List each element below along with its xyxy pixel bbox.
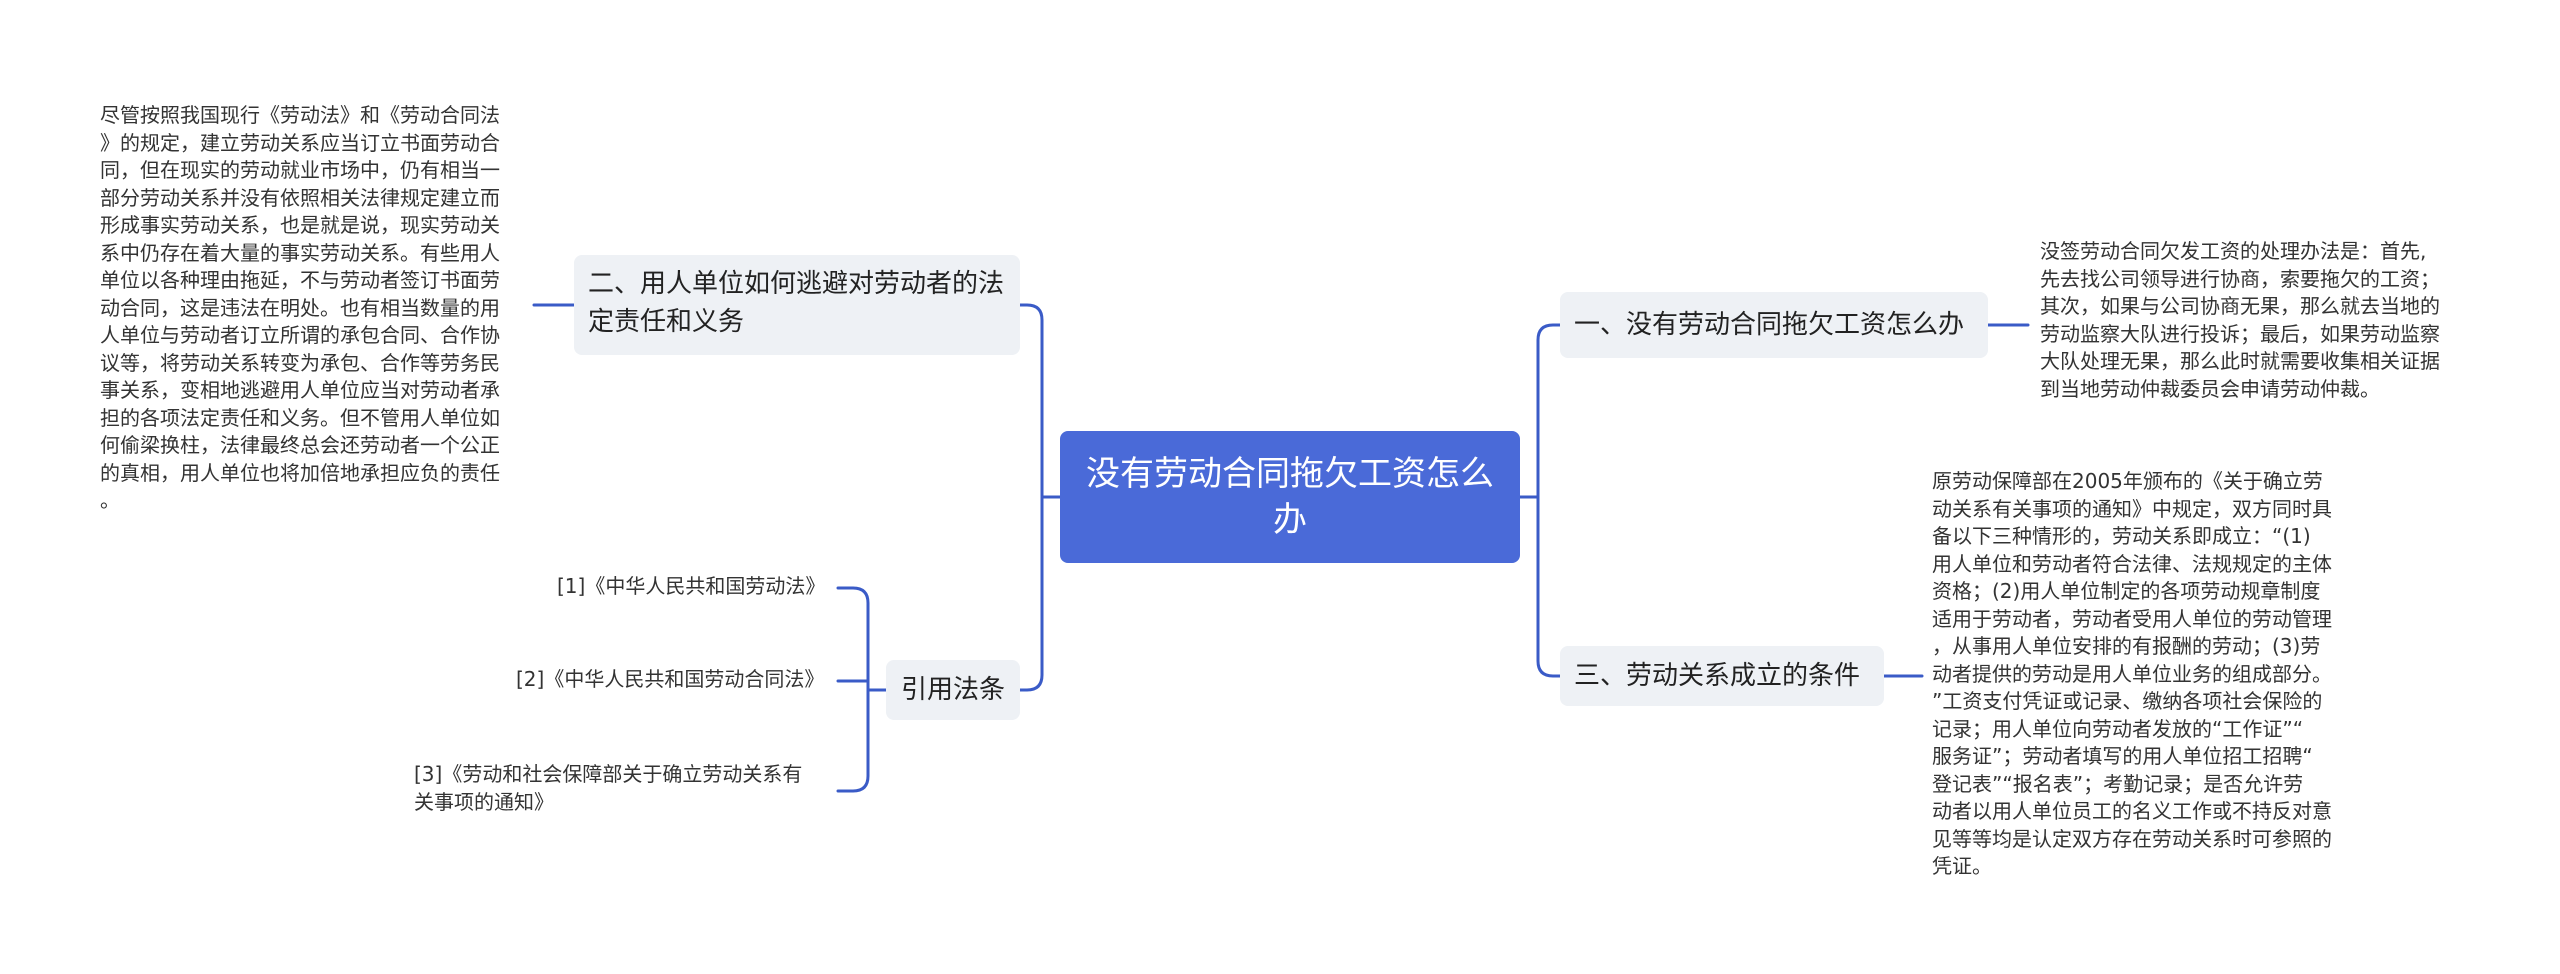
leaf-labor-relation-conditions-detail: 原劳动保障部在2005年颁布的《关于确立劳 动关系有关事项的通知》中规定，双方同… <box>1932 469 2332 878</box>
leaf-no-contract-remedy: 没签劳动合同欠发工资的处理办法是：首先, 先去找公司领导进行协商，索要拖欠的工资… <box>2040 239 2440 401</box>
branch-no-contract-unpaid-wages[interactable]: 一、没有劳动合同拖欠工资怎么办 <box>1560 292 1988 358</box>
link-left-branch2 <box>1018 303 1044 499</box>
branch-label: 引用法条 <box>900 675 1005 705</box>
branch-label: 三、劳动关系成立的条件 <box>1574 661 1861 691</box>
link-left-branch4 <box>1018 495 1044 692</box>
ref-labor-law[interactable]: [1]《中华人民共和国劳动法》 <box>557 574 826 598</box>
link-ref2 <box>836 679 870 692</box>
link-right-branch1 <box>1536 323 1562 499</box>
link-ref1 <box>836 586 870 692</box>
ref-labor-contract-law[interactable]: [2]《中华人民共和国劳动合同法》 <box>516 667 825 691</box>
branch-label: 一、没有劳动合同拖欠工资怎么办 <box>1574 310 1965 340</box>
ref-labor-relation-notice[interactable]: [3]《劳动和社会保障部关于确立劳动关系有 关事项的通知》 <box>414 762 803 814</box>
link-right-branch3 <box>1536 495 1562 678</box>
branch-employer-evasion[interactable]: 二、用人单位如何逃避对劳动者的法定责任和义务 <box>574 255 1020 355</box>
branch-labor-relation-conditions[interactable]: 三、劳动关系成立的条件 <box>1560 646 1884 706</box>
link-ref3 <box>836 688 870 793</box>
central-topic[interactable]: 没有劳动合同拖欠工资怎么办 <box>1060 431 1520 563</box>
branch-label: 二、用人单位如何逃避对劳动者的法定责任和义务 <box>588 269 1005 337</box>
leaf-employer-evasion-detail: 尽管按照我国现行《劳动法》和《劳动合同法 》的规定，建立劳动关系应当订立书面劳动… <box>100 103 500 512</box>
central-topic-label: 没有劳动合同拖欠工资怎么办 <box>1086 454 1494 540</box>
branch-cited-laws[interactable]: 引用法条 <box>886 660 1020 720</box>
